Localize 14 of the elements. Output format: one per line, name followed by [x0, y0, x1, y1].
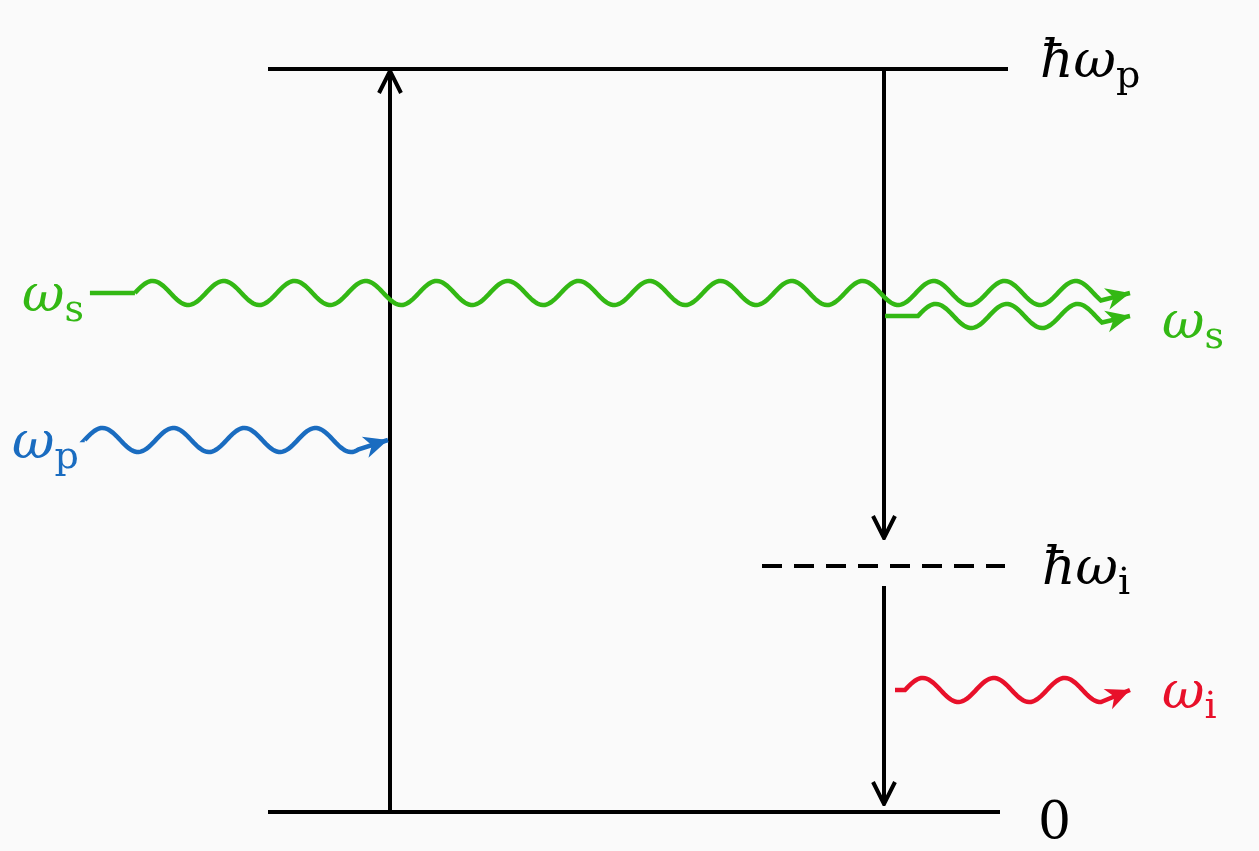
frequency-label: ω$_{s}$	[1162, 290, 1224, 365]
photon-wave-arrow	[885, 301, 1131, 333]
transition-arrow	[871, 71, 897, 540]
energy-label: ħω$_{p}$	[1040, 29, 1141, 98]
photon-wave-arrow	[79, 425, 389, 458]
energy-label: ħω$_{i}$	[1042, 536, 1131, 605]
photon-wave-arrow	[89, 278, 1131, 310]
energy-label: 0	[1038, 790, 1072, 850]
transition-arrow	[871, 586, 897, 806]
transition-arrow	[377, 69, 403, 810]
photon-wave-arrow	[895, 675, 1131, 710]
frequency-label: ω$_{p}$	[12, 410, 79, 485]
frequency-label: ω$_{s}$	[22, 263, 84, 338]
frequency-label: ω$_{i}$	[1162, 660, 1217, 735]
